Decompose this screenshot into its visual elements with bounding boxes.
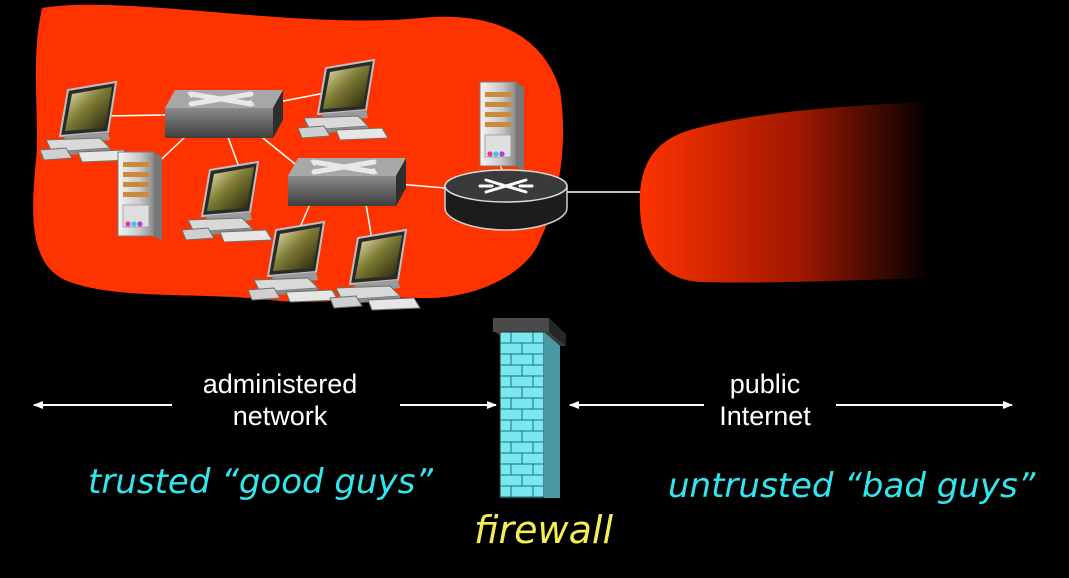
administered-network-label: administered network [170,368,390,432]
trusted-label: trusted “good guys” [88,462,433,502]
firewall-label: firewall [474,508,614,552]
server-tower-icon [117,151,163,242]
administered-label-line1: administered [202,369,358,399]
server-tower-icon [479,81,525,172]
administered-label-line2: network [232,401,328,431]
public-label-line1: public [729,369,801,399]
switch-icon [165,90,283,138]
public-internet-cloud [639,102,930,283]
router-icon [444,169,568,231]
public-label-line2: Internet [719,401,811,431]
administered-network-cloud [33,4,564,302]
switch-icon [288,158,406,206]
brick-wall-icon [493,318,566,499]
public-internet-label: public Internet [680,368,850,432]
untrusted-label: untrusted “bad guys” [668,466,1036,506]
